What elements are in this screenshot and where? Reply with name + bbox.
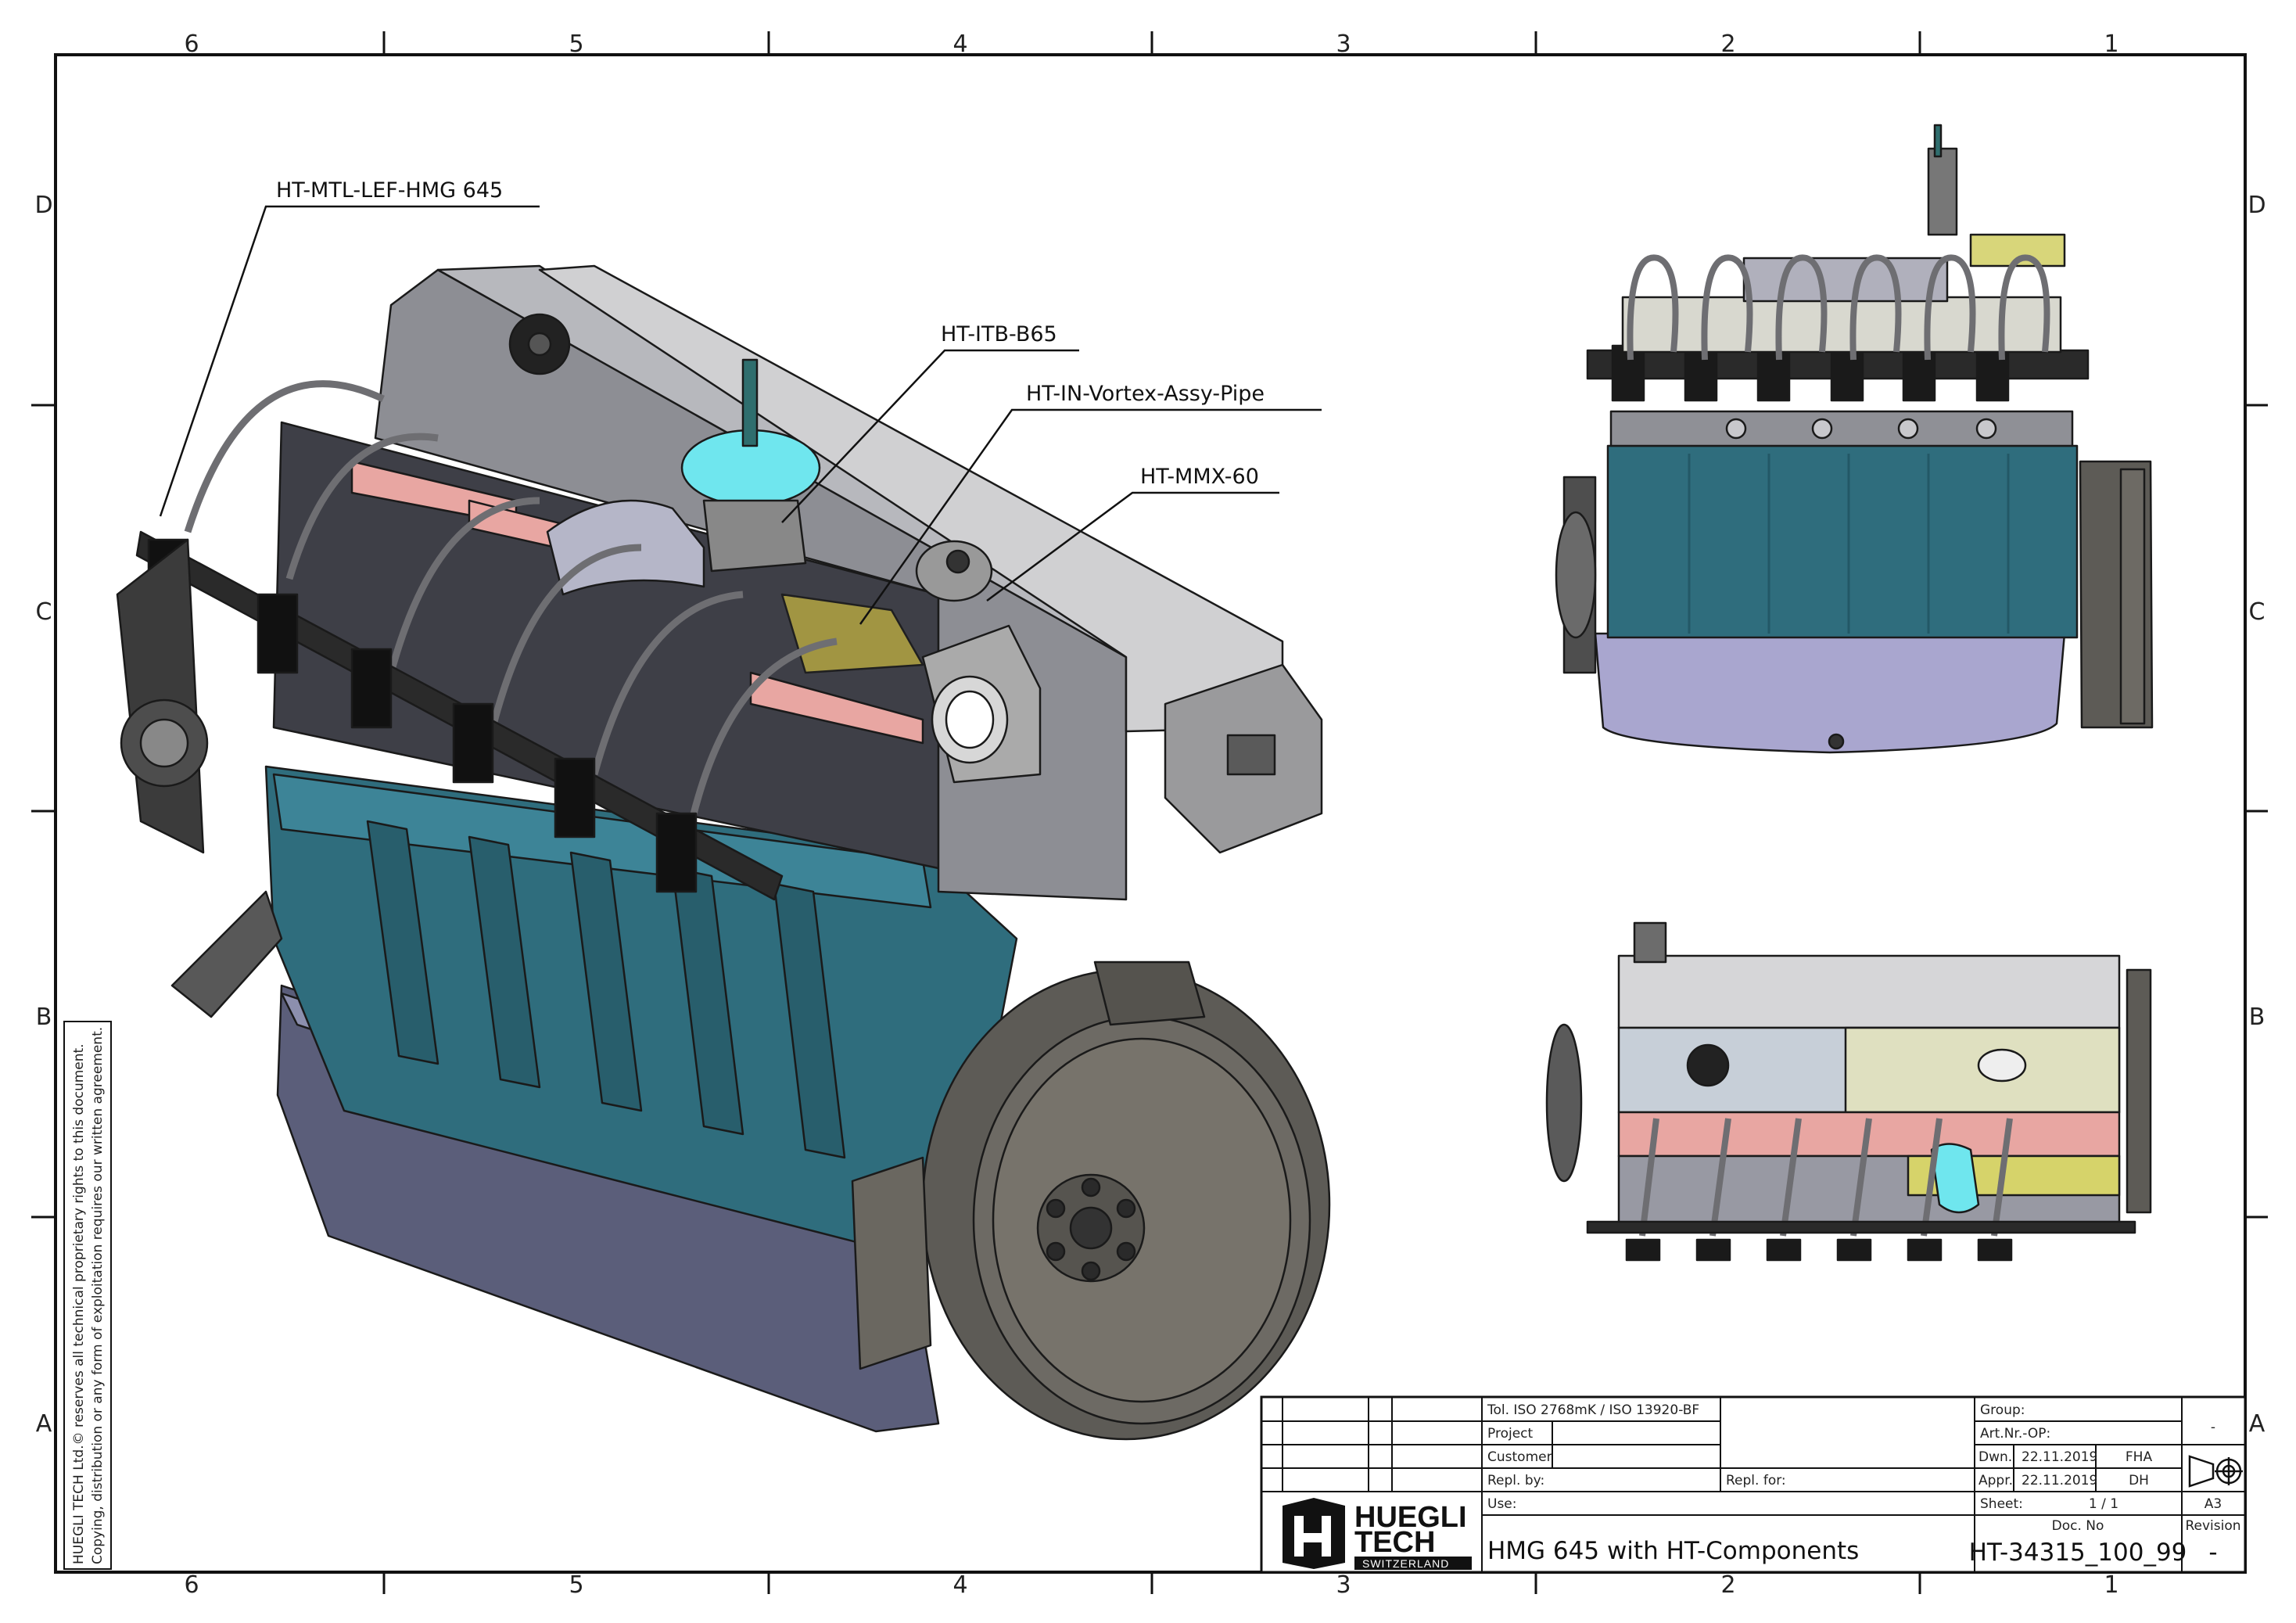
sheet-value: 1 / 1 — [2089, 1496, 2118, 1512]
drawing-frame — [54, 53, 2247, 1574]
callout-vortex-pipe: HT-IN-Vortex-Assy-Pipe — [1026, 382, 1265, 406]
zone-labels-top: 6 5 4 3 2 1 — [184, 31, 2118, 58]
doc-number: HT-34315_100_99 — [1969, 1539, 2187, 1567]
zone-col-2-bottom: 2 — [1720, 1571, 1735, 1599]
revision-value: - — [2208, 1539, 2217, 1567]
zone-row-d-left: D — [34, 192, 52, 219]
copyright-line-1: HUEGLI TECH Ltd.© reserves all technical… — [71, 1043, 87, 1564]
zone-col-6-top: 6 — [184, 31, 199, 58]
repl-by-label: Repl. by: — [1487, 1473, 1544, 1488]
zone-col-5-bottom: 5 — [569, 1571, 583, 1599]
zone-col-3-bottom: 3 — [1336, 1571, 1351, 1599]
engine-isometric-view — [116, 264, 1331, 1441]
art-nr-value: - — [2211, 1420, 2215, 1435]
zone-col-5-top: 5 — [569, 31, 583, 58]
zone-col-6-bottom: 6 — [184, 1571, 199, 1599]
revision-label: Revision — [2185, 1518, 2240, 1534]
callout-itb: HT-ITB-B65 — [941, 322, 1057, 347]
group-label: Group: — [1980, 1402, 2025, 1418]
use-label: Use: — [1487, 1496, 1517, 1512]
customer-label: Customer — [1487, 1449, 1552, 1465]
zone-labels-right: D C B A — [2248, 192, 2266, 1438]
engine-top-view — [1545, 921, 2152, 1262]
callout-leaders — [159, 205, 1322, 625]
zone-labels-left: D C B A — [34, 192, 52, 1438]
zone-row-a-right: A — [2249, 1410, 2266, 1438]
logo-line-3: SWITZERLAND — [1362, 1557, 1449, 1570]
zone-row-c-left: C — [36, 598, 52, 626]
zone-labels-bottom: 6 5 4 3 2 1 — [184, 1571, 2118, 1599]
approved-label: Appr. — [1979, 1473, 2013, 1488]
drawn-date: 22.11.2019 — [2022, 1449, 2097, 1465]
zone-col-4-bottom: 4 — [952, 1571, 967, 1599]
approved-by: DH — [2129, 1473, 2149, 1488]
logo-line-1: HUEGLI — [1354, 1501, 1467, 1534]
title-block: HUEGLI TECH SWITZERLAND Tol. ISO 2768mK … — [1260, 1395, 2247, 1574]
callout-mmx: HT-MMX-60 — [1140, 465, 1259, 489]
repl-for-label: Repl. for: — [1726, 1473, 1786, 1488]
zone-row-b-right: B — [2249, 1004, 2266, 1031]
copyright-strip: HUEGLI TECH Ltd.© reserves all technical… — [63, 1021, 112, 1570]
zone-col-1-top: 1 — [2104, 31, 2118, 58]
zone-row-b-left: B — [36, 1004, 52, 1031]
zone-ticks — [31, 31, 2268, 1594]
zone-row-a-left: A — [36, 1410, 52, 1438]
projection-symbol-icon — [2188, 1455, 2243, 1488]
doc-no-label: Doc. No — [2052, 1518, 2104, 1534]
zone-col-2-top: 2 — [1720, 31, 1735, 58]
callout-labels: HT-MTL-LEF-HMG 645 HT-ITB-B65 HT-IN-Vort… — [276, 178, 1265, 489]
zone-col-1-bottom: 1 — [2104, 1571, 2118, 1599]
sheet-label: Sheet: — [1980, 1496, 2023, 1512]
zone-row-c-right: C — [2249, 598, 2266, 626]
logo-line-2: TECH — [1354, 1526, 1435, 1559]
paper-format: A3 — [2205, 1496, 2222, 1512]
copyright-line-2: Copying, distribution or any form of exp… — [90, 1027, 106, 1564]
huegli-tech-logo: HUEGLI TECH SWITZERLAND — [1283, 1498, 1472, 1570]
drawn-label: Dwn. — [1979, 1449, 2012, 1465]
approved-date: 22.11.2019 — [2022, 1473, 2097, 1488]
project-label: Project — [1487, 1426, 1533, 1442]
drawing-title: HMG 645 with HT-Components — [1487, 1537, 1859, 1565]
engine-front-view — [1555, 124, 2154, 754]
callout-mtl-lef: HT-MTL-LEF-HMG 645 — [276, 178, 503, 203]
zone-col-3-top: 3 — [1336, 31, 1351, 58]
tolerance-label: Tol. ISO 2768mK / ISO 13920-BF — [1487, 1402, 1699, 1418]
art-nr-label: Art.Nr.-OP: — [1980, 1426, 2050, 1442]
zone-col-4-top: 4 — [952, 31, 967, 58]
drawn-by: FHA — [2126, 1449, 2153, 1465]
zone-row-d-right: D — [2248, 192, 2266, 219]
